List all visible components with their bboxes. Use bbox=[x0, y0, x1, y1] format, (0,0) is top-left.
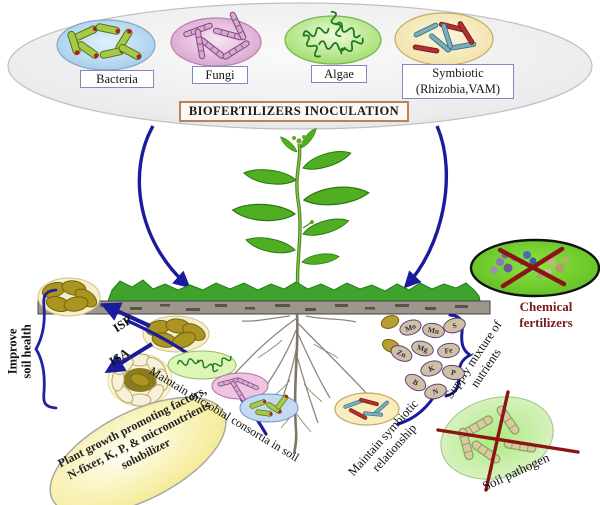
bacteria-label: Bacteria bbox=[80, 70, 154, 89]
symbiotic-illustration bbox=[394, 12, 494, 66]
symbiotic-root-oval bbox=[334, 392, 400, 426]
soil-health-cluster-top bbox=[37, 277, 101, 317]
fungi-label: Fungi bbox=[192, 66, 248, 85]
improve-line2: soil health bbox=[20, 324, 34, 379]
chemical-fertilizers-oval bbox=[469, 238, 600, 298]
improve-brace bbox=[34, 288, 58, 410]
isp-arrow bbox=[100, 302, 151, 328]
consortia-oval-bacteria bbox=[239, 393, 299, 423]
improve-line1: Improve bbox=[5, 328, 20, 375]
isa-arrow bbox=[104, 342, 154, 374]
improve-soil-health-label: Improve soil health bbox=[6, 311, 35, 391]
chemical-cross-icon bbox=[497, 246, 567, 289]
consortia-oval-fungi bbox=[211, 372, 269, 402]
algae-label: Algae bbox=[311, 65, 367, 84]
right-inoculation-arrow bbox=[403, 125, 449, 289]
symbiotic-label: Symbiotic (Rhizobia,VAM) bbox=[402, 64, 514, 99]
symbiotic-label-line2: (Rhizobia,VAM) bbox=[415, 82, 501, 97]
left-inoculation-arrow bbox=[137, 125, 191, 289]
biofertilizers-inoculation-banner: BIOFERTILIZERS INOCULATION bbox=[179, 101, 409, 122]
pathogen-cross-icon bbox=[436, 390, 580, 492]
soil-pathogen-oval bbox=[436, 390, 580, 492]
consortia-oval-algae bbox=[167, 350, 237, 380]
soil-microbe-source-oval bbox=[142, 315, 210, 353]
plant-growth-oval bbox=[49, 396, 227, 505]
grass-strip bbox=[107, 279, 481, 302]
nutrient-cluster-accents bbox=[380, 315, 401, 354]
root-system bbox=[227, 313, 367, 455]
chemical-fertilizers-label: Chemical fertilizers bbox=[519, 299, 573, 330]
algae-illustration bbox=[284, 9, 382, 65]
fertilizer-granules bbox=[490, 251, 569, 279]
bacteria-illustration bbox=[56, 19, 156, 71]
plant-illustration bbox=[231, 126, 370, 301]
symbiotic-label-line1: Symbiotic bbox=[432, 66, 484, 80]
